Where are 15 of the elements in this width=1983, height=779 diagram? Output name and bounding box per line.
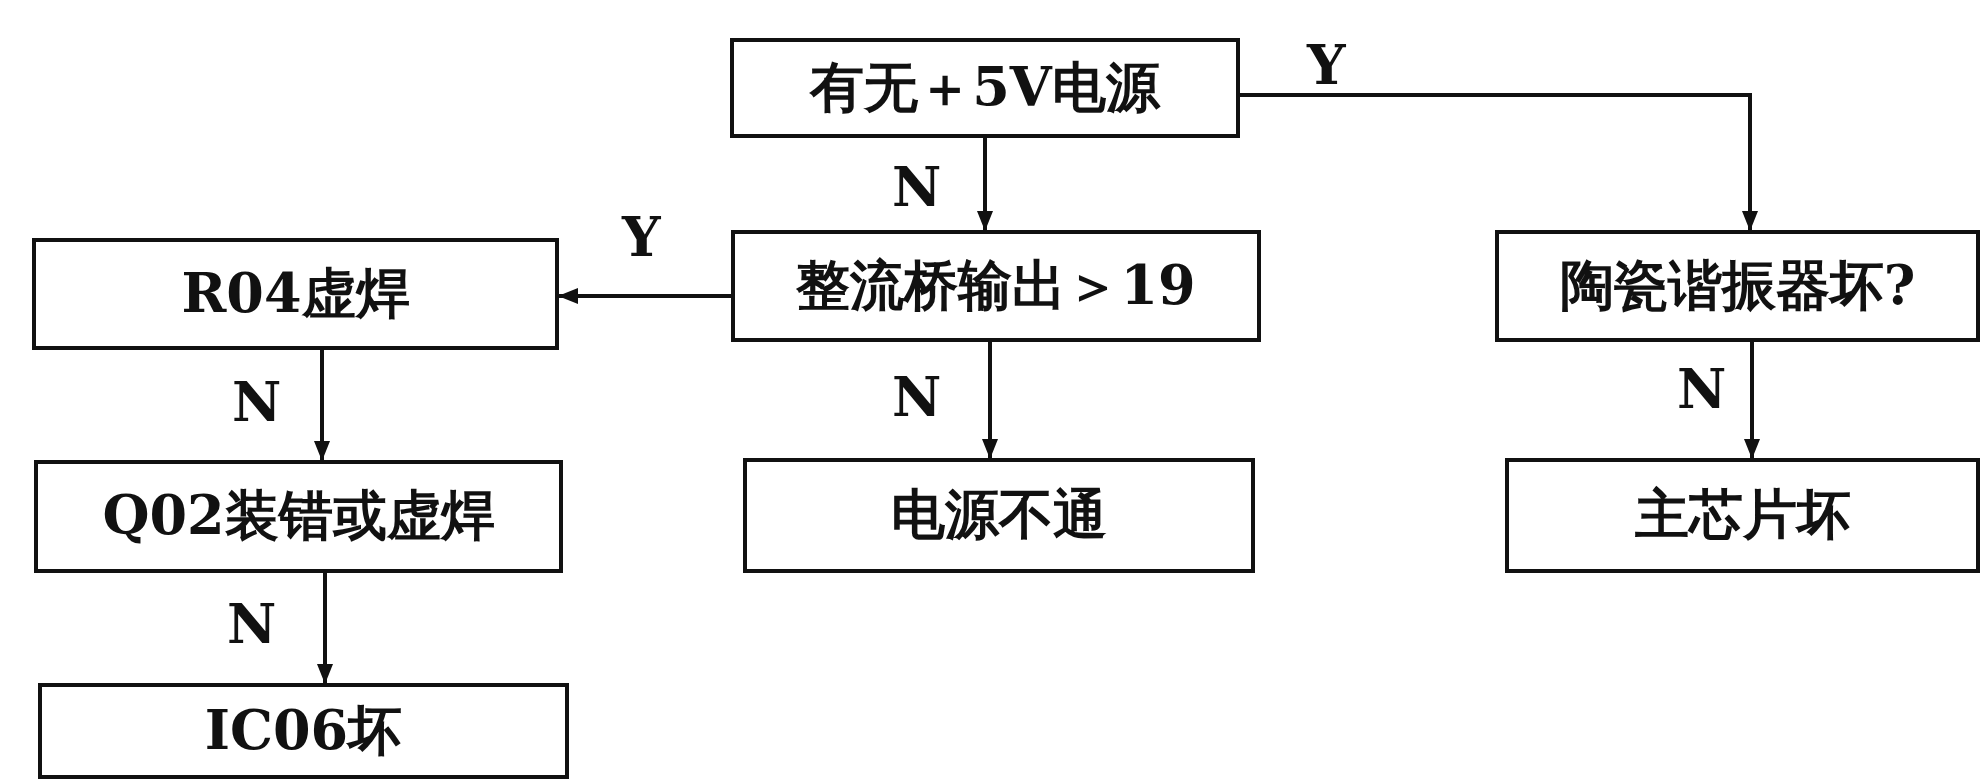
process-box: IC06坏	[38, 683, 569, 779]
process-box: 主芯片坏	[1505, 458, 1980, 573]
process-box: R04虚焊	[32, 238, 559, 350]
process-box: 整流桥输出＞19	[731, 230, 1261, 342]
arrow	[1744, 342, 1760, 459]
arrow	[977, 138, 993, 231]
arrow	[317, 573, 333, 684]
arrow	[1240, 93, 1758, 231]
arrow	[982, 342, 998, 459]
process-box: 有无＋5V电源	[730, 38, 1240, 138]
process-box: 陶瓷谐振器坏?	[1495, 230, 1980, 342]
arrow	[558, 288, 731, 304]
process-box: Q02装错或虚焊	[34, 460, 563, 573]
process-box: 电源不通	[743, 458, 1255, 573]
arrow	[314, 350, 330, 461]
